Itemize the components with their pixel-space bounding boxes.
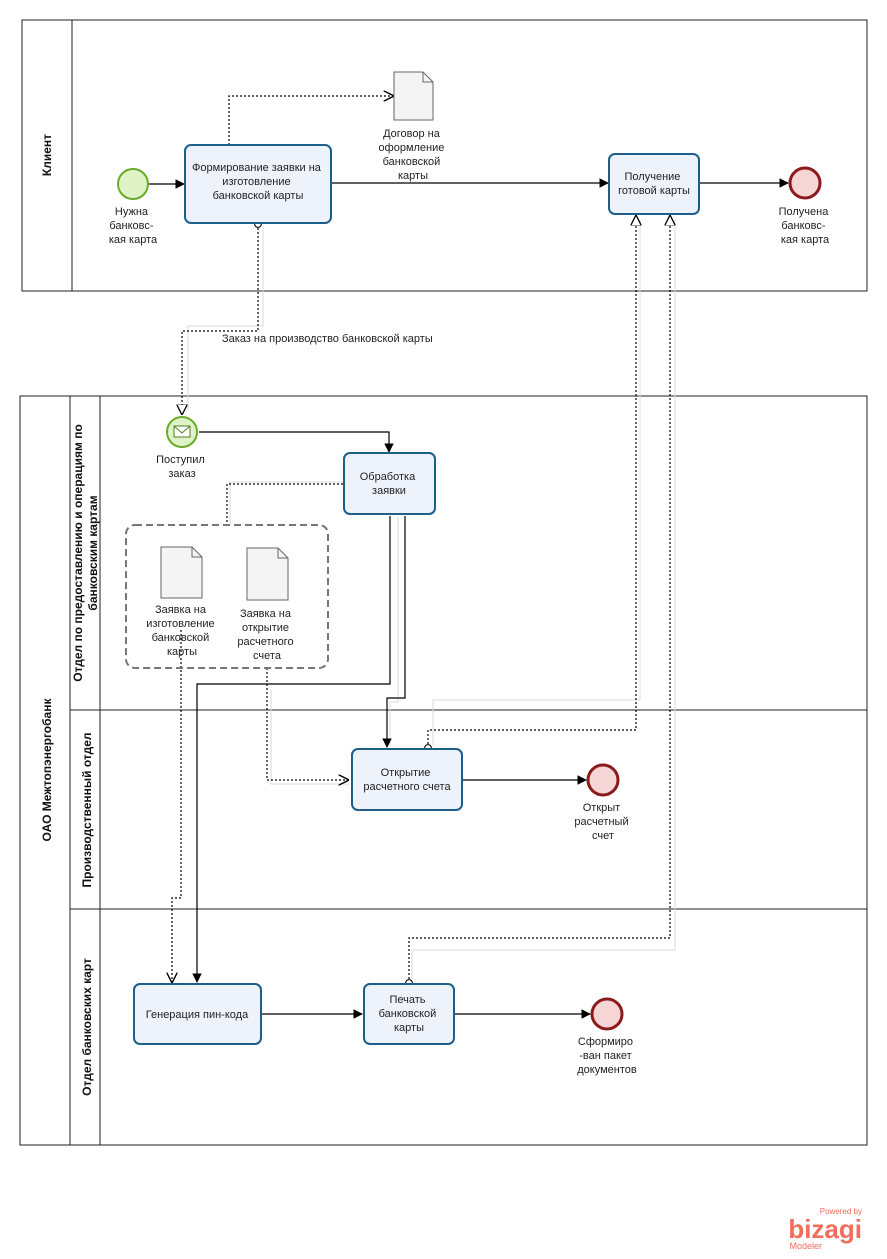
- modeler-text: Modeler: [789, 1241, 822, 1251]
- assoc-docs-to-account: [266, 668, 348, 780]
- pool-bank: ОАО Межтопэнергобанк Отдел по предоставл…: [19, 395, 868, 1146]
- assoc-form-to-contract: [228, 96, 393, 145]
- pool-client: Клиент: [21, 19, 868, 292]
- task-gen-pin-box[interactable]: [133, 983, 262, 1045]
- doc-account-request-label: Заявка на открытие расчетного счета: [237, 608, 296, 662]
- lane-label-1-line2: банковским картам: [86, 495, 100, 610]
- task-open-account-label: Открытие расчетного счета: [363, 767, 451, 793]
- msgflow-print-to-receive: [409, 216, 670, 983]
- task-print-card-box[interactable]: [363, 983, 455, 1045]
- document-icon[interactable]: [246, 547, 289, 601]
- document-fold-icon: [422, 72, 433, 83]
- flow-msg-to-process: [199, 431, 394, 453]
- msgflow-order-label: Заказ на производство банковской карты: [222, 333, 433, 345]
- task-receive-card-box[interactable]: [608, 153, 700, 215]
- end-event-docs-circle[interactable]: [590, 997, 624, 1031]
- document-fold-icon: [277, 548, 288, 559]
- shadow-assoc-2: [270, 690, 350, 785]
- task-process-request-box[interactable]: [343, 452, 436, 515]
- shadow-msg-1: [187, 230, 264, 410]
- connectors: [149, 96, 789, 1019]
- pool-client-label: Клиент: [40, 134, 54, 176]
- end-event-account-label: Открыт расчетный счет: [574, 802, 631, 842]
- task-form-request[interactable]: Формирование заявки на изготовление банк…: [184, 144, 332, 224]
- msgflow-account-to-receive: [428, 216, 636, 748]
- envelope-flap-icon: [173, 425, 191, 434]
- doc-card-request[interactable]: Заявка на изготовление банковской карты: [146, 546, 217, 658]
- start-event-label: Нужна банковс- кая карта: [109, 206, 158, 246]
- task-process-request-label: Обработка заявки: [360, 471, 419, 497]
- start-event[interactable]: Нужна банковс- кая карта: [109, 168, 158, 246]
- end-event-client-label: Получена банковс- кая карта: [779, 206, 832, 246]
- doc-contract[interactable]: Договор на оформление банковской карты: [379, 71, 448, 182]
- shadow-assoc: [229, 481, 343, 525]
- bizagi-logo-text: bizagi: [788, 1214, 862, 1244]
- shadow-msg-2: [432, 220, 641, 745]
- document-icon[interactable]: [160, 546, 203, 599]
- task-receive-card[interactable]: Получение готовой карты: [608, 153, 700, 215]
- start-event-circle[interactable]: [117, 168, 149, 200]
- end-event-account-circle[interactable]: [586, 763, 620, 797]
- doc-card-request-label: Заявка на изготовление банковской карты: [146, 604, 217, 658]
- doc-group: [125, 524, 329, 669]
- assoc-docs-to-pin: [172, 630, 182, 982]
- flow-process-to-account: [382, 516, 406, 748]
- task-gen-pin-label: Генерация пин-кода: [146, 1009, 249, 1021]
- pool-bank-label: ОАО Межтопэнергобанк: [40, 698, 54, 842]
- doc-contract-label: Договор на оформление банковской карты: [379, 128, 448, 182]
- group-border: [125, 524, 329, 669]
- end-event-client-circle[interactable]: [788, 166, 822, 200]
- task-print-card-label: Печать банковской карты: [379, 994, 440, 1034]
- end-event-docs[interactable]: Сформиро -ван пакет документов: [577, 997, 637, 1076]
- end-event-docs-label: Сформиро -ван пакет документов: [577, 1036, 637, 1076]
- envelope-icon: [173, 425, 191, 438]
- document-icon[interactable]: [393, 71, 434, 121]
- task-open-account[interactable]: Открытие расчетного счета: [351, 748, 463, 811]
- lane-label-1-line1: Отдел по предоставлению и операциям по: [71, 424, 85, 682]
- task-form-request-label: Формирование заявки на изготовление банк…: [192, 162, 324, 202]
- lane-label-3: Отдел банковских карт: [80, 958, 94, 1096]
- shadow-flow-3: [389, 517, 399, 745]
- task-print-card[interactable]: Печать банковской карты: [363, 983, 455, 1045]
- end-event-client[interactable]: Получена банковс- кая карта: [779, 166, 832, 246]
- doc-account-request[interactable]: Заявка на открытие расчетного счета: [237, 547, 296, 662]
- document-fold-icon: [191, 547, 202, 558]
- assoc-process-to-docs: [226, 483, 343, 525]
- lane-label-2: Производственный отдел: [80, 732, 94, 887]
- task-gen-pin[interactable]: Генерация пин-кода: [133, 983, 262, 1045]
- message-start-label: Поступил заказ: [156, 454, 208, 480]
- task-form-request-box[interactable]: [184, 144, 332, 224]
- message-start-event[interactable]: Поступил заказ: [156, 416, 208, 480]
- task-open-account-box[interactable]: [351, 748, 463, 811]
- end-event-account[interactable]: Открыт расчетный счет: [574, 763, 631, 842]
- bizagi-logo: Powered by bizagi Modeler: [788, 1207, 862, 1251]
- task-process-request[interactable]: Обработка заявки: [343, 452, 436, 515]
- powered-by-text: Powered by: [820, 1207, 862, 1216]
- flow-process-to-pin: [192, 516, 391, 983]
- msgflow-order: [182, 224, 258, 414]
- task-receive-card-label: Получение готовой карты: [618, 171, 690, 197]
- pool-client-border: [21, 19, 868, 292]
